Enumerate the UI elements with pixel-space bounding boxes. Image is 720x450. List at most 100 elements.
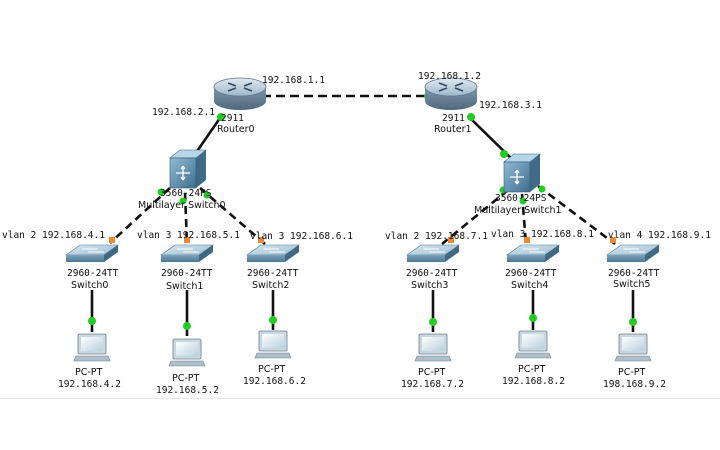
switch-icon	[160, 244, 214, 262]
links-layer	[90, 94, 635, 336]
switch0-name: Switch0	[71, 280, 108, 291]
pc0[interactable]	[73, 333, 111, 362]
router1[interactable]	[424, 77, 478, 110]
switch0[interactable]	[65, 244, 119, 262]
router-icon	[213, 77, 267, 110]
switch2-model: 2960-24TT	[247, 268, 299, 279]
router1-model: 2911	[442, 113, 465, 124]
multilayer-switch-icon	[169, 149, 207, 189]
pc2[interactable]	[254, 330, 292, 359]
multilayer-switch1[interactable]	[503, 153, 541, 193]
link-mls1-switch3[interactable]	[441, 188, 509, 246]
pc-icon	[254, 330, 292, 359]
link-pending-dot	[109, 237, 115, 243]
link-pending-dot	[258, 237, 264, 243]
link-pending-dot	[610, 237, 616, 243]
link-mls1-switch4[interactable]	[520, 193, 528, 245]
switch4-model: 2960-24TT	[505, 268, 557, 279]
switch-icon	[246, 244, 300, 262]
pc0-ip: 192.168.4.2	[58, 379, 121, 390]
pc2-ip: 192.168.6.2	[243, 376, 306, 387]
router0[interactable]	[213, 77, 267, 110]
vlan-label-5: vlan 4 192.168.9.1	[608, 230, 711, 241]
switch-icon	[506, 244, 560, 262]
switch-icon	[406, 244, 460, 262]
pc5[interactable]	[614, 333, 652, 362]
pc1[interactable]	[168, 338, 206, 367]
link-up-dot	[629, 318, 637, 326]
pc-icon	[414, 333, 452, 362]
switch0-model: 2960-24TT	[67, 268, 119, 279]
router0-name: Router0	[217, 124, 255, 135]
router1-down-ip: 192.168.3.1	[479, 100, 542, 111]
pc1-type: PC-PT	[172, 373, 200, 384]
link-mls1-switch5[interactable]	[537, 184, 616, 246]
multilayer-switch0[interactable]	[169, 149, 207, 189]
switch-icon	[606, 244, 660, 262]
wan-right-ip: 192.168.1.2	[418, 71, 481, 82]
vlan-label-3: vlan 2 192.168.7.1	[385, 231, 488, 242]
switch1-model: 2960-24TT	[161, 268, 213, 279]
link-up-dot	[429, 318, 437, 326]
mls1-name: Multilayer Switch1	[474, 205, 562, 216]
canvas-bottom-divider	[0, 398, 720, 399]
mls0-name: Multilayer Switch0	[138, 200, 226, 211]
switch5[interactable]	[606, 244, 660, 262]
pc2-type: PC-PT	[258, 364, 286, 375]
router0-model: 2911	[221, 113, 244, 124]
link-up-dot	[183, 322, 191, 330]
switch5-model: 2960-24TT	[608, 268, 660, 279]
mls1-model: 3560-24PS	[495, 193, 547, 204]
switch1[interactable]	[160, 244, 214, 262]
link-router1-mls1[interactable]	[469, 117, 516, 163]
link-pending-dot	[448, 237, 454, 243]
vlan-label-1: vlan 3 192.168.5.1	[137, 230, 240, 241]
link-up-dot	[269, 316, 277, 324]
link-mls0-switch1[interactable]	[183, 192, 189, 245]
switch5-name: Switch5	[613, 279, 650, 290]
switch2[interactable]	[246, 244, 300, 262]
link-up-dot	[519, 197, 527, 205]
switch-icon	[65, 244, 119, 262]
router-icon	[424, 77, 478, 110]
link-pending-dot	[524, 237, 530, 243]
link-up-dot	[179, 197, 187, 205]
pc3[interactable]	[414, 333, 452, 362]
pc-icon	[73, 333, 111, 362]
router1-name: Router1	[434, 124, 472, 135]
vlan-label-4: vlan 3 192.168.8.1	[491, 229, 594, 240]
link-up-dot	[203, 191, 211, 199]
wan-left-ip: 192.168.1.1	[262, 75, 325, 86]
link-up-dot	[467, 113, 475, 121]
pc1-ip: 192.168.5.2	[156, 385, 219, 396]
pc3-type: PC-PT	[418, 367, 446, 378]
switch4[interactable]	[506, 244, 560, 262]
switch1-name: Switch1	[166, 281, 203, 292]
vlan-label-2: vlan 3 192.168.6.1	[250, 231, 353, 242]
switch4-name: Switch4	[511, 280, 548, 291]
link-up-dot	[500, 150, 508, 158]
link-up-dot	[529, 314, 537, 322]
link-pending-dot	[184, 237, 190, 243]
switch2-name: Switch2	[252, 280, 289, 291]
pc0-type: PC-PT	[75, 367, 103, 378]
pc3-ip: 192.168.7.2	[401, 379, 464, 390]
pc-icon	[514, 330, 552, 359]
link-up-dot	[217, 113, 225, 121]
pc-icon	[168, 338, 206, 367]
link-up-dot	[157, 188, 165, 196]
pc-icon	[614, 333, 652, 362]
link-up-dot	[88, 317, 96, 325]
link-mls0-switch0[interactable]	[109, 187, 171, 244]
pc5-ip: 198.168.9.2	[603, 379, 666, 390]
pc4[interactable]	[514, 330, 552, 359]
switch3[interactable]	[406, 244, 460, 262]
pc4-type: PC-PT	[518, 364, 546, 375]
switch3-name: Switch3	[411, 280, 448, 291]
switch3-model: 2960-24TT	[406, 268, 458, 279]
link-mls0-switch2[interactable]	[199, 187, 266, 245]
pc4-ip: 192.168.8.2	[502, 376, 565, 387]
multilayer-switch-icon	[503, 153, 541, 193]
pc5-type: PC-PT	[618, 367, 646, 378]
